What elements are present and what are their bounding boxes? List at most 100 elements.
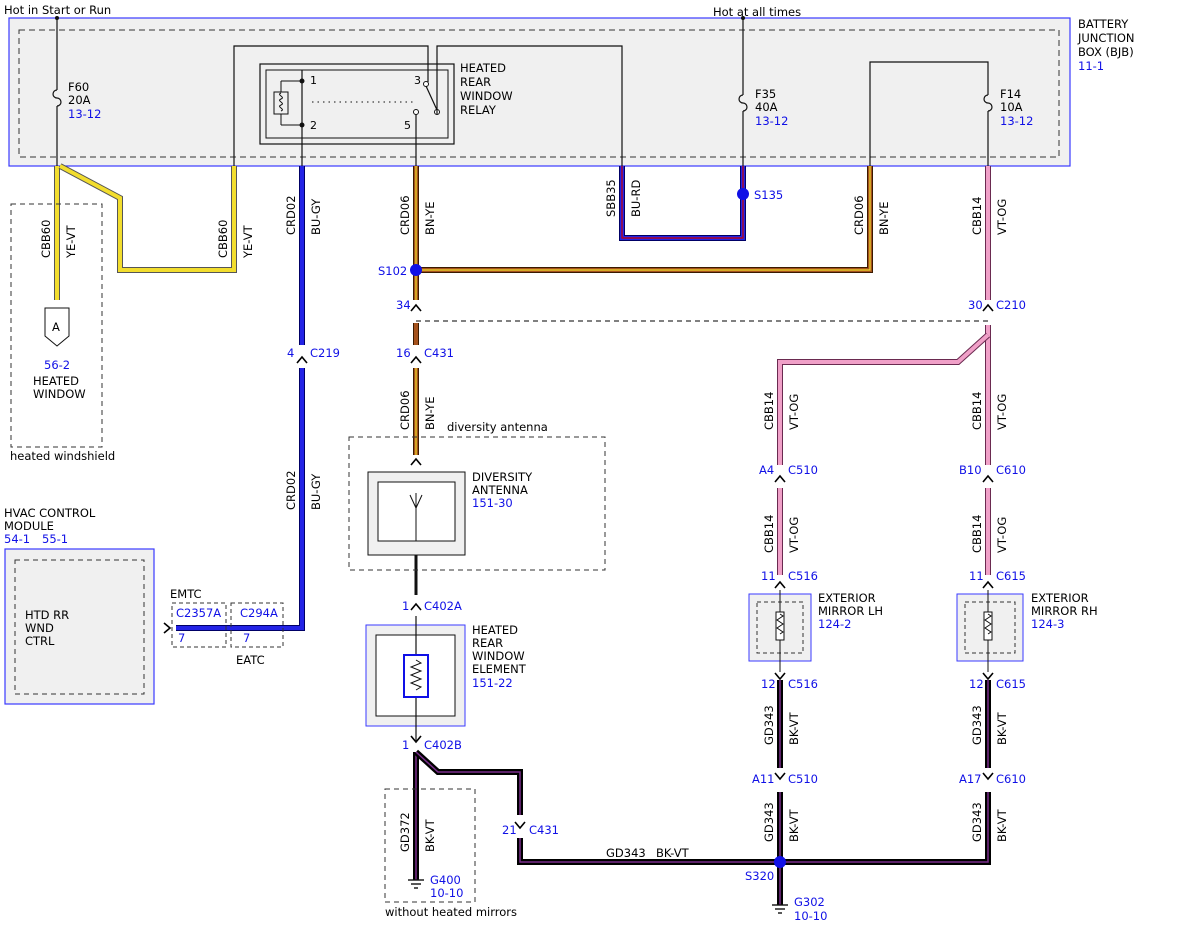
connector-c210-pin: 30 <box>968 298 983 312</box>
connector-c402b-name: C402B <box>424 738 462 752</box>
connector-c516a-pin: 11 <box>761 569 776 583</box>
connector-c431-chevron <box>410 355 422 364</box>
hvac-title-2: MODULE <box>4 519 54 533</box>
connector-c294a-pin: 7 <box>243 631 250 645</box>
wire-label-cbb14-e: CBB14 <box>970 515 984 553</box>
wire-label-crd06-b: CRD06 <box>398 390 412 430</box>
splice-s320-label: S320 <box>745 869 774 883</box>
antenna-input-chevron <box>410 457 422 466</box>
mirror-lh-title-1: EXTERIOR <box>818 591 876 605</box>
connector-c615b-chevron <box>982 672 994 681</box>
eatc-label: EATC <box>236 653 265 667</box>
wire-label-cbb14-c: CBB14 <box>970 392 984 430</box>
fuse-f14-icon <box>983 94 993 112</box>
hvac-control-module <box>4 548 155 705</box>
wire-label-cbb14-a: CBB14 <box>970 197 984 235</box>
wire-crd02-bu-gy <box>176 166 305 631</box>
relay-title-2: REAR <box>460 75 491 89</box>
wire-label-ye-vt-a: YE-VT <box>64 224 78 259</box>
fuse-f60-icon <box>52 89 62 107</box>
wire-label-gd343-d: GD343 <box>970 802 984 842</box>
connector-c615a-chevron <box>982 580 994 589</box>
wire-label-crd06-c: CRD06 <box>852 195 866 235</box>
connector-c610a-pin: B10 <box>959 463 982 477</box>
connector-c431-pin: 16 <box>396 346 411 360</box>
connector-c510a-chevron <box>774 474 786 483</box>
ground-g302-icon <box>772 904 788 914</box>
fuse-f60-ref: 13-12 <box>68 107 101 121</box>
mirror-rh-heater-icon <box>984 613 992 635</box>
without-heated-mirrors-label: without heated mirrors <box>385 905 517 919</box>
relay-pin-1: 1 <box>310 74 317 87</box>
connector-chevrons <box>163 303 994 830</box>
wire-label-bk-vt-a: BK-VT <box>787 711 801 745</box>
antenna-ref: 151-30 <box>472 496 513 510</box>
mirror-lh-title-2: MIRROR LH <box>818 604 883 618</box>
mirror-rh-title-2: MIRROR RH <box>1031 604 1098 618</box>
bjb-title-1: BATTERY <box>1078 17 1129 31</box>
heating-element-icon <box>403 654 429 698</box>
wire-label-bn-ye-a: BN-YE <box>423 201 437 235</box>
bjb-ref: 11-1 <box>1078 59 1104 73</box>
connector-c431-name: C431 <box>424 346 454 360</box>
wire-label-gd343-c: GD343 <box>762 802 776 842</box>
hot-start-run-label: Hot in Start or Run <box>4 3 111 17</box>
wire-label-cbb60-b: CBB60 <box>216 220 230 258</box>
fuse-symbols <box>52 89 993 112</box>
hvac-ref-1: 54-1 <box>4 532 30 546</box>
wire-label-vt-og-c: VT-OG <box>995 394 1009 430</box>
wire-label-gd343-e: GD343 <box>606 846 646 860</box>
relay-pin-5: 5 <box>404 119 411 132</box>
connector-c610b-chevron <box>982 772 994 781</box>
wire-label-gd343-b: GD343 <box>970 705 984 745</box>
heated-window-connector-shape <box>44 307 70 347</box>
fuse-f35-icon <box>738 94 748 112</box>
wire-ground-bk-vt <box>413 680 991 905</box>
wire-label-vt-og-e: VT-OG <box>995 517 1009 553</box>
wire-label-bn-ye-c: BN-YE <box>877 201 891 235</box>
connector-c2357a-name: C2357A <box>176 606 221 620</box>
wire-cbb60-ye-vt <box>54 163 237 300</box>
heated-window-title-2: WINDOW <box>33 387 86 401</box>
connector-c402a-name: C402A <box>424 599 462 613</box>
connector-c219-chevron <box>296 355 308 364</box>
connector-c610b-pin: A17 <box>959 772 982 786</box>
connector-c210-name: C210 <box>996 298 1026 312</box>
f60-feed-node <box>55 16 59 20</box>
connector-c402b-pin: 1 <box>402 738 409 752</box>
diversity-antenna-group <box>348 436 606 571</box>
wire-label-gd372: GD372 <box>398 812 412 852</box>
hvac-title-1: HVAC CONTROL <box>4 506 96 520</box>
connector-pin-34: 34 <box>396 298 411 312</box>
mirror-rh-ref: 124-3 <box>1031 617 1064 631</box>
wire-label-cbb14-d: CBB14 <box>762 515 776 553</box>
connector-c510a-name: C510 <box>788 463 818 477</box>
ground-g400-ref: 10-10 <box>430 886 463 900</box>
wire-label-bu-gy-a: BU-GY <box>309 198 323 235</box>
heated-window-title-1: HEATED <box>33 374 79 388</box>
ground-g302-name: G302 <box>794 895 825 909</box>
connector-34-chevron <box>410 303 422 312</box>
wire-label-bk-vt-f: BK-VT <box>656 846 690 860</box>
wire-label-bu-rd: BU-RD <box>629 180 643 217</box>
exterior-mirror-lh <box>748 590 812 672</box>
connector-c610a-name: C610 <box>996 463 1026 477</box>
fuse-f14-rating: 10A <box>1000 100 1023 114</box>
splice-s135 <box>737 188 749 200</box>
heated-windshield-group <box>10 203 103 448</box>
mirror-lh-heater-icon <box>776 613 784 635</box>
wire-label-gd343-a: GD343 <box>762 705 776 745</box>
wire-label-bk-vt-d: BK-VT <box>995 808 1009 842</box>
relay-pin-2: 2 <box>310 119 317 132</box>
colored-wires <box>54 163 991 905</box>
wire-label-cbb14-b: CBB14 <box>762 392 776 430</box>
fuse-f14-id: F14 <box>1000 87 1021 101</box>
fuse-f35-id: F35 <box>755 87 776 101</box>
f35-feed-node <box>741 16 745 20</box>
splice-s102 <box>410 264 422 276</box>
wire-label-bk-vt-c: BK-VT <box>787 808 801 842</box>
battery-junction-box <box>8 17 1071 167</box>
connector-c210-chevron <box>982 303 994 312</box>
